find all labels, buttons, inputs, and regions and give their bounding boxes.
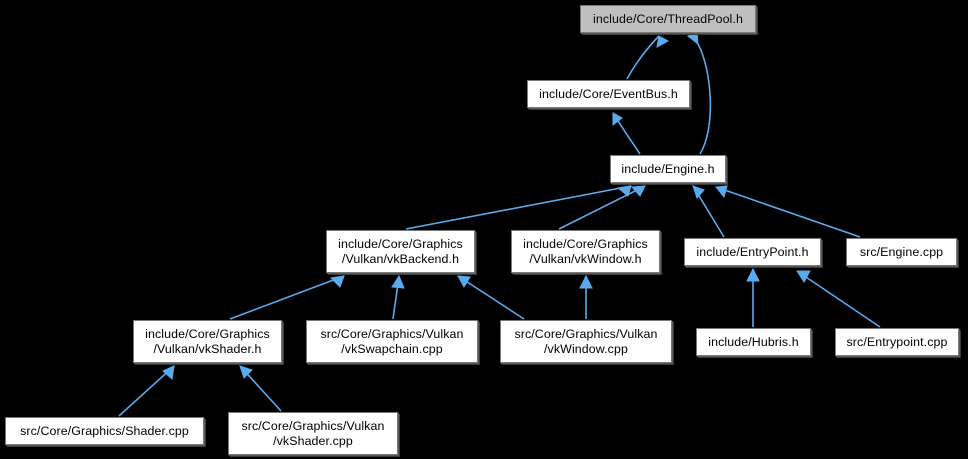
graph-edge — [687, 35, 712, 155]
graph-node-vkwindow_cpp[interactable]: src/Core/Graphics/Vulkan /vkWindow.cpp — [500, 320, 672, 363]
graph-node-label: src/Engine.cpp — [859, 244, 944, 259]
graph-node-entrypoint_h[interactable]: include/EntryPoint.h — [684, 238, 821, 266]
graph-node-vkshader_h[interactable]: include/Core/Graphics /Vulkan/vkShader.h — [133, 320, 282, 363]
graph-node-label: src/Core/Graphics/Vulkan /vkSwapchain.cp… — [320, 327, 464, 356]
graph-edge — [626, 35, 660, 80]
graph-node-vkbackend_h[interactable]: include/Core/Graphics /Vulkan/vkBackend.… — [326, 230, 475, 273]
graph-node-label: src/Core/Graphics/Vulkan /vkWindow.cpp — [514, 327, 658, 356]
graph-node-label: include/EntryPoint.h — [696, 244, 809, 259]
graph-edge-arrowhead — [329, 275, 345, 288]
graph-node-label: include/Hubris.h — [708, 334, 799, 349]
graph-node-engine_cpp[interactable]: src/Engine.cpp — [846, 238, 957, 266]
graph-node-label: include/Core/Graphics /Vulkan/vkShader.h — [145, 327, 270, 356]
graph-edge-arrowhead — [616, 185, 632, 197]
graph-edge-arrowhead — [457, 275, 471, 289]
graph-edge-arrowhead — [391, 274, 405, 289]
graph-edge-arrowhead — [612, 112, 623, 127]
graph-node-label: include/Core/Graphics /Vulkan/vkBackend.… — [338, 237, 463, 266]
graph-node-vkswap_cpp[interactable]: src/Core/Graphics/Vulkan /vkSwapchain.cp… — [306, 320, 478, 363]
graph-node-label: include/Engine.h — [621, 161, 715, 176]
graph-edge — [229, 275, 345, 320]
graph-node-eventbus[interactable]: include/Core/EventBus.h — [527, 80, 690, 108]
graph-edge — [457, 275, 525, 320]
graph-node-vkshader_cpp[interactable]: src/Core/Graphics/Vulkan /vkShader.cpp — [228, 412, 398, 455]
graph-node-shader_cpp[interactable]: src/Core/Graphics/Shader.cpp — [5, 417, 204, 445]
graph-edge-arrowhead — [687, 31, 699, 46]
graph-edge-arrowhead — [692, 185, 705, 199]
graph-edge — [558, 185, 646, 230]
graph-node-label: src/Entrypoint.cpp — [846, 334, 948, 349]
graph-node-label: include/Core/EventBus.h — [539, 86, 678, 101]
graph-node-vkwindow_h[interactable]: include/Core/Graphics /Vulkan/vkWindow.h — [511, 230, 660, 273]
graph-node-label: src/Core/Graphics/Vulkan /vkShader.cpp — [241, 419, 385, 448]
graph-edge — [118, 365, 175, 417]
graph-node-label: include/Core/ThreadPool.h — [593, 11, 743, 26]
graph-node-label: src/Core/Graphics/Shader.cpp — [20, 423, 189, 438]
graph-edge-arrowhead — [746, 267, 760, 282]
graph-edge-arrowhead — [715, 185, 728, 199]
graph-edge — [715, 186, 861, 238]
graph-node-label: include/Core/Graphics /Vulkan/vkWindow.h — [523, 237, 648, 266]
graph-node-hubris_h[interactable]: include/Hubris.h — [696, 328, 811, 356]
graph-edge-arrowhead — [579, 274, 593, 289]
graph-edge-arrowhead — [630, 185, 646, 197]
graph-edge — [796, 270, 881, 328]
graph-node-threadpool[interactable]: include/Core/ThreadPool.h — [580, 5, 756, 33]
graph-node-entry_cpp[interactable]: src/Entrypoint.cpp — [835, 328, 959, 356]
graph-edge-arrowhead — [656, 35, 670, 48]
graph-edge-arrowhead — [796, 270, 811, 283]
graph-node-engine_h[interactable]: include/Engine.h — [610, 155, 726, 183]
graph-edge — [405, 185, 632, 230]
graph-edge-arrowhead — [239, 365, 253, 379]
graph-edge-arrowhead — [162, 365, 175, 380]
